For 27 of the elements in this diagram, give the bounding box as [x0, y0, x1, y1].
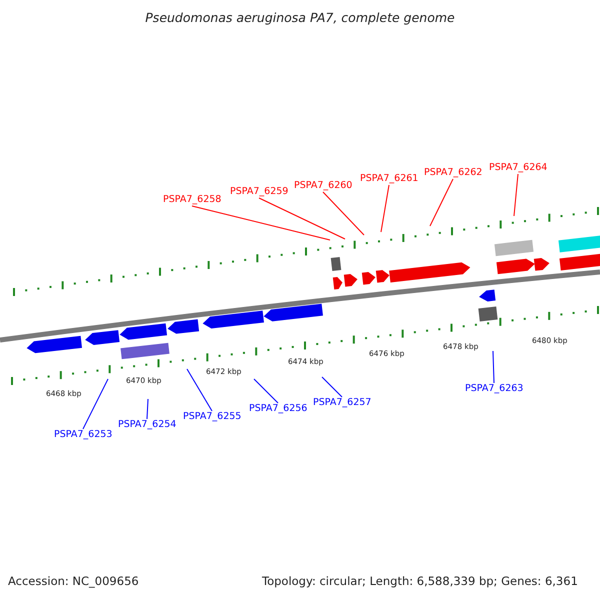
gene-label: PSPA7_6256: [249, 404, 308, 414]
gene-label: PSPA7_6261: [360, 174, 418, 184]
leader-line: [514, 174, 518, 216]
footer-text: Topology: circular; Length: 6,588,339 bp; Genes: 6,361: [262, 576, 578, 588]
gene-label: PSPA7_6253: [54, 430, 112, 440]
gene-label: PSPA7_6263: [465, 384, 524, 394]
gene-label: PSPA7_6260: [294, 181, 352, 190]
leader-line: [492, 350, 494, 384]
leader-line: [82, 378, 108, 430]
leader-line: [192, 206, 330, 240]
gene-label: PSPA7_6255: [183, 412, 242, 422]
gene-label: PSPA7_6264: [489, 163, 548, 172]
leader-line: [186, 368, 212, 412]
leader-line: [322, 376, 342, 398]
gene-label: PSPA7_6262: [424, 168, 482, 178]
leader-line: [380, 184, 390, 232]
leader-line: [254, 378, 278, 404]
diagram-title: Pseudomonas aeruginosa PA7, complete genome: [144, 12, 456, 24]
leader-line: [322, 192, 364, 236]
gene-label: PSPA7_6257: [313, 398, 372, 408]
leader-line: [430, 178, 454, 226]
leader-line: [146, 398, 148, 420]
gene-label: PSPA7_6254: [118, 420, 176, 430]
gene-label: PSPA7_6258: [163, 195, 222, 204]
leader-line: [258, 198, 346, 240]
gene-label: PSPA7_6259: [230, 187, 288, 196]
footer-text: Accession: NC_009656: [8, 576, 139, 588]
